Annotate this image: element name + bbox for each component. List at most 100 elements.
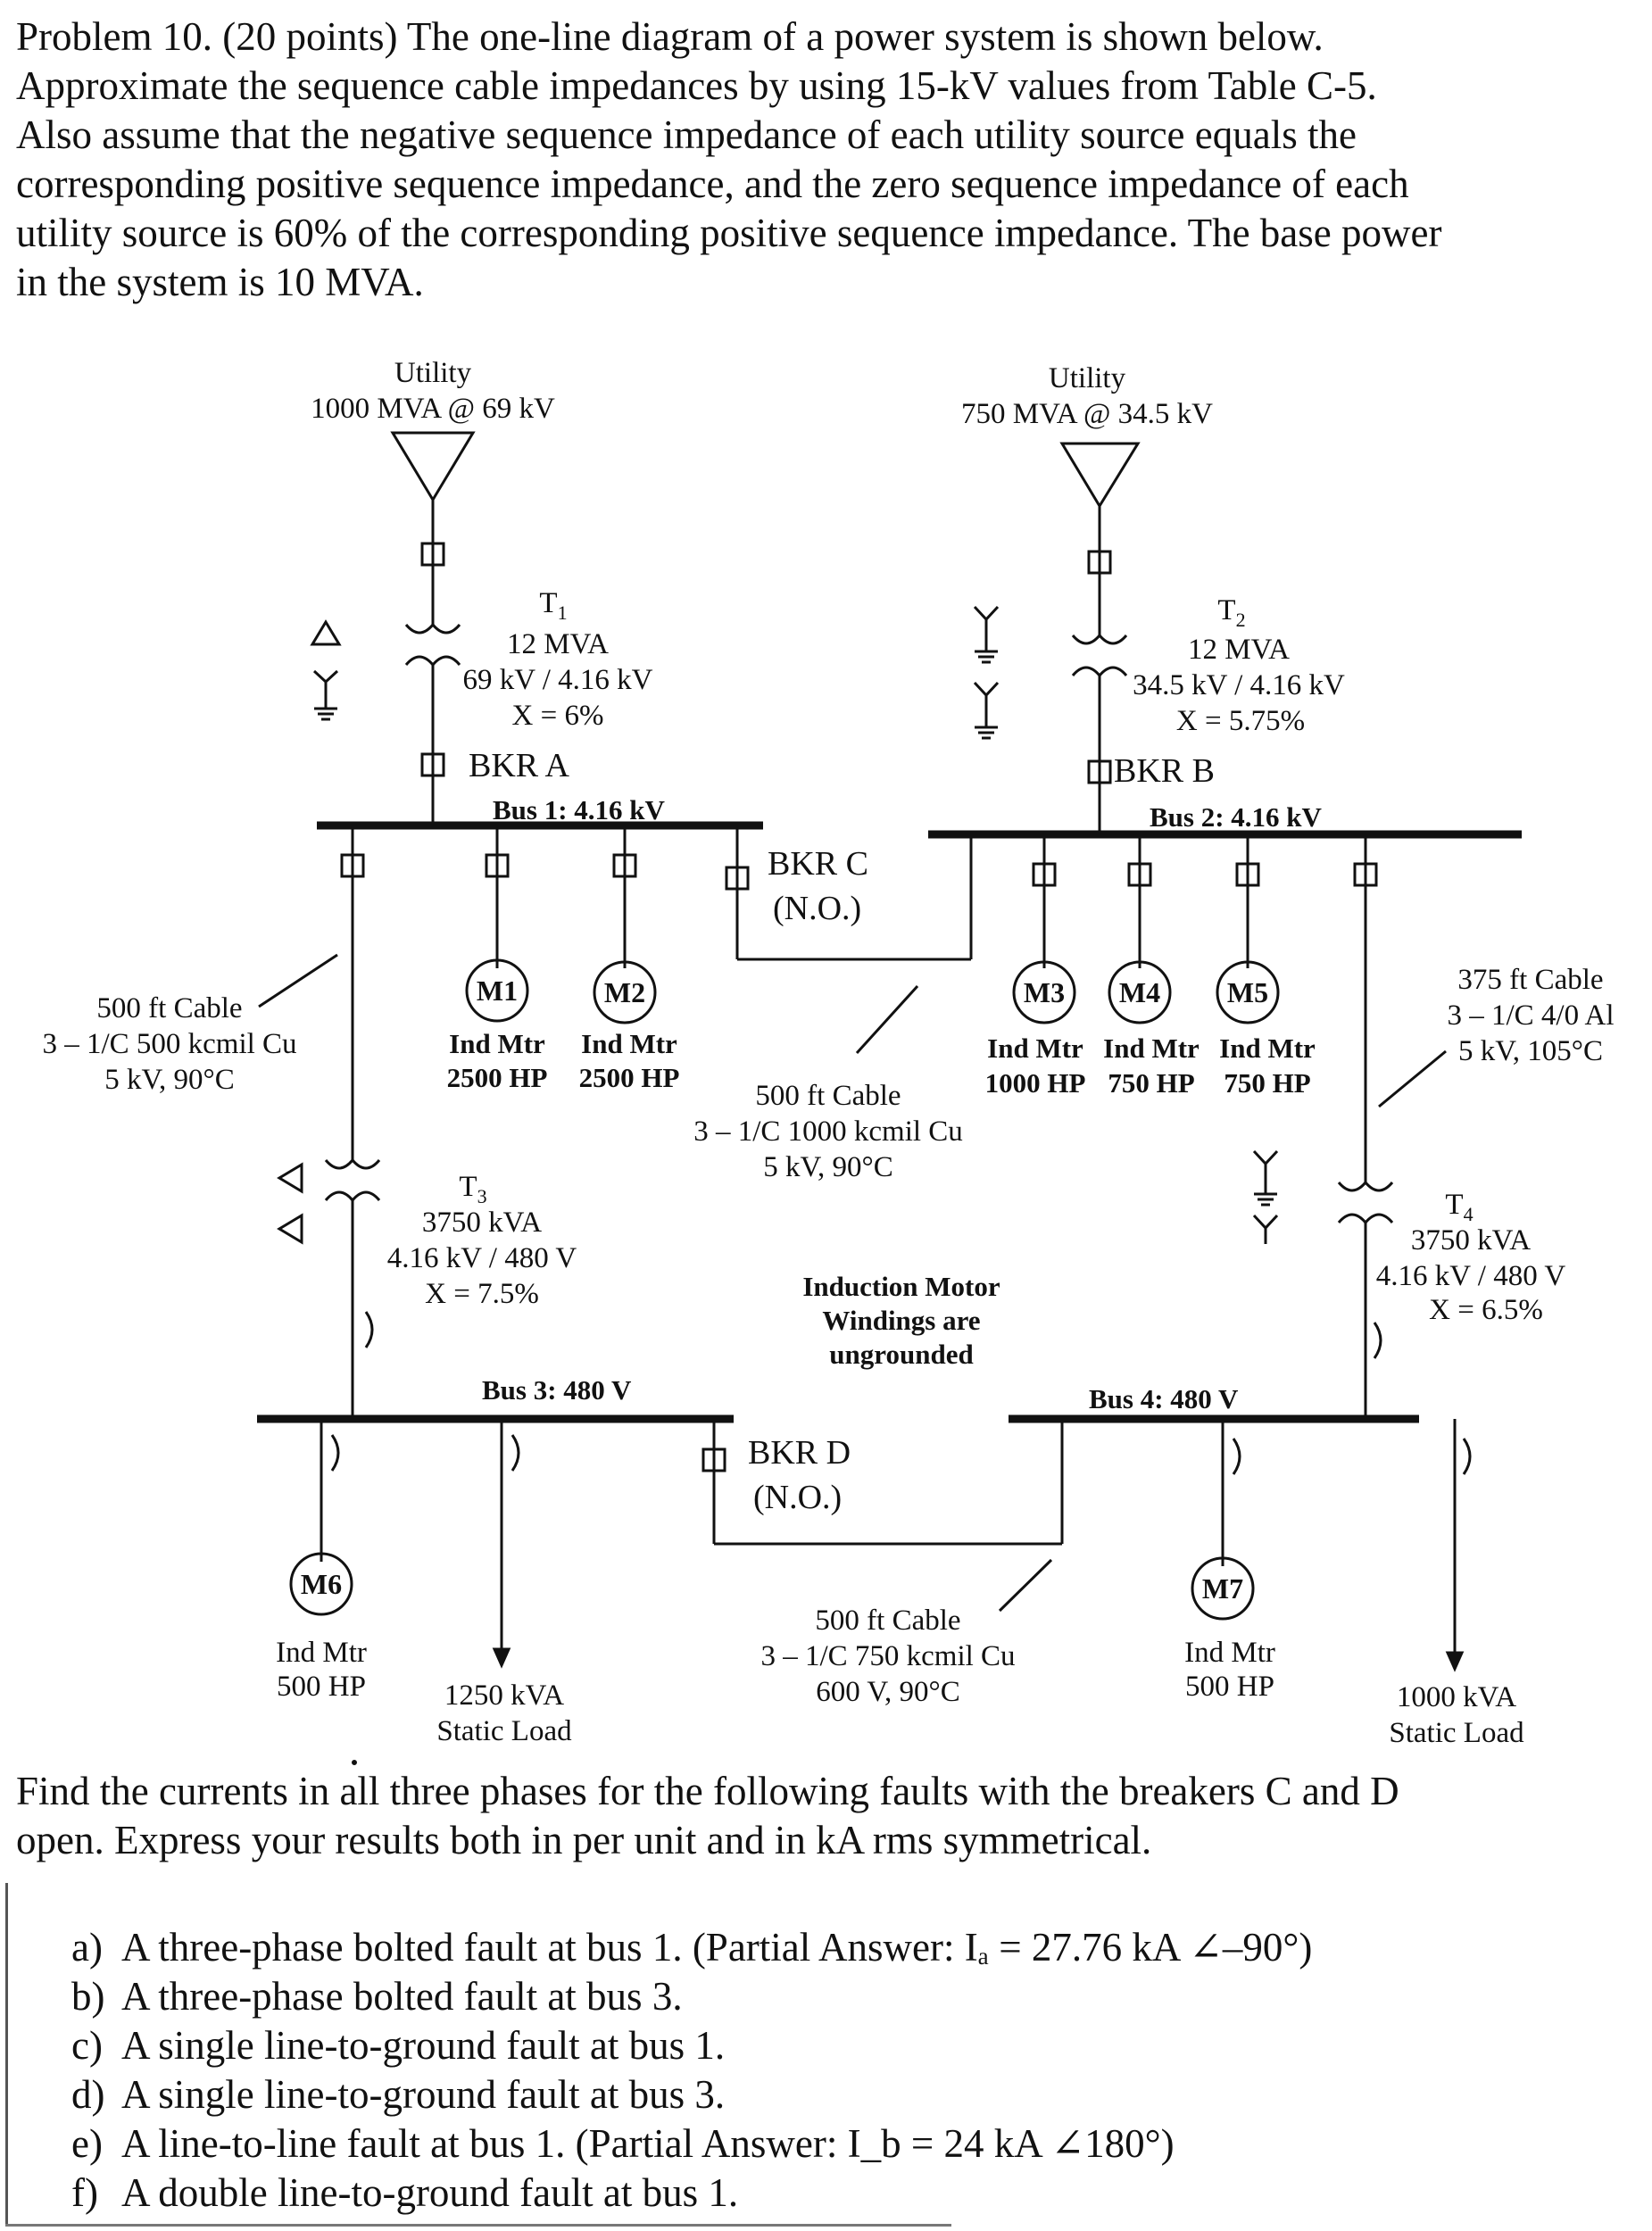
t4-kva: 3750 kVA <box>1411 1224 1531 1256</box>
utility-2-breaker <box>1087 550 1112 575</box>
t1-name: T1 <box>539 587 567 624</box>
t2-x: X = 5.75% <box>1176 705 1305 737</box>
t4-secondary-breaker <box>1373 1322 1382 1359</box>
m1-breaker <box>485 853 510 878</box>
t2-wye-ground-symbol-secondary <box>973 681 1000 740</box>
m6-motor-symbol <box>289 1552 353 1616</box>
problem-line: Also assume that the negative sequence i… <box>16 112 1357 157</box>
motor-note-line: Windings are <box>822 1305 980 1336</box>
bkr-b-breaker <box>1087 759 1112 784</box>
cable-bottom-length: 500 ft Cable <box>815 1605 960 1637</box>
m4-motor-symbol <box>1108 960 1172 1024</box>
feeder-t3-breaker <box>340 853 365 878</box>
margin-line <box>5 1883 8 2227</box>
m6-breaker <box>330 1434 340 1472</box>
cable-left-length: 500 ft Cable <box>96 992 242 1024</box>
cable-mid-length: 500 ft Cable <box>755 1080 901 1112</box>
load-1250-breaker <box>511 1434 520 1472</box>
problem-line: Problem 10. (20 points) The one-line dia… <box>16 14 1324 59</box>
m6-hp: 500 HP <box>277 1671 366 1703</box>
m7-motor-symbol <box>1191 1556 1255 1621</box>
t2-primary-winding <box>1071 633 1128 645</box>
cable-right-leader <box>1378 1049 1447 1108</box>
m5-type: Ind Mtr <box>1219 1033 1316 1064</box>
t4-x: X = 6.5% <box>1429 1294 1543 1326</box>
t3-kva: 3750 kVA <box>422 1207 542 1239</box>
cable-mid-leader <box>855 984 919 1055</box>
bkr-c-state: (N.O.) <box>773 890 861 927</box>
question-line: Find the currents in all three phases fo… <box>16 1769 1399 1813</box>
m5-breaker <box>1235 862 1260 887</box>
m7-type: Ind Mtr <box>1184 1637 1275 1669</box>
cable-right-conductor: 3 – 1/C 4/0 Al <box>1447 999 1614 1032</box>
question-statement: Find the currents in all three phases fo… <box>16 1767 1623 1865</box>
load-1250-arrow <box>492 1647 511 1669</box>
m7-id: M7 <box>1202 1572 1243 1605</box>
bkr-c-label: BKR C <box>768 845 868 883</box>
m4-type: Ind Mtr <box>1103 1033 1200 1064</box>
m2-motor-symbol <box>593 960 657 1024</box>
bus-2-label: Bus 2: 4.16 kV <box>1150 801 1323 833</box>
t1-kv: 69 kV / 4.16 kV <box>463 664 653 696</box>
bottom-rule <box>5 2224 951 2227</box>
m3-breaker <box>1032 862 1057 887</box>
question-part: f)A double line-to-ground fault at bus 1… <box>71 2170 739 2215</box>
utility-1-rating: 1000 MVA @ 69 kV <box>311 393 555 425</box>
m7-breaker <box>1232 1438 1241 1475</box>
t4-wye-symbol <box>1252 1214 1279 1244</box>
problem-line: utility source is 60% of the correspondi… <box>16 211 1442 255</box>
m7-hp: 500 HP <box>1185 1671 1274 1703</box>
t1-mva: 12 MVA <box>507 628 609 660</box>
bkr-a-label: BKR A <box>469 747 570 784</box>
m3-hp: 1000 HP <box>985 1067 1086 1099</box>
m5-hp: 750 HP <box>1224 1067 1310 1099</box>
question-part: a)A three-phase bolted fault at bus 1. (… <box>71 1925 1313 1970</box>
t4-primary-winding <box>1337 1180 1394 1192</box>
t2-secondary-winding <box>1071 666 1128 678</box>
question-part: d)A single line-to-ground fault at bus 3… <box>71 2072 726 2117</box>
cable-bottom-rating: 600 V, 90°C <box>816 1676 959 1708</box>
m3-type: Ind Mtr <box>987 1033 1083 1064</box>
t4-kv: 4.16 kV / 480 V <box>1376 1260 1566 1292</box>
bus-1-label: Bus 1: 4.16 kV <box>493 794 666 825</box>
t3-secondary-breaker <box>364 1311 374 1348</box>
cable-mid-rating: 5 kV, 90°C <box>763 1151 893 1183</box>
t1-primary-winding <box>404 622 461 634</box>
t1-x: X = 6% <box>512 700 604 732</box>
cable-right-length: 375 ft Cable <box>1457 964 1603 996</box>
t2-mva: 12 MVA <box>1188 634 1290 666</box>
t3-secondary-winding <box>324 1190 381 1203</box>
load-1250-type: Static Load <box>436 1715 572 1747</box>
t2-kv: 34.5 kV / 4.16 kV <box>1133 669 1345 701</box>
utility-2-rating: 750 MVA @ 34.5 kV <box>961 398 1213 430</box>
question-part: c)A single line-to-ground fault at bus 1… <box>71 2023 726 2068</box>
problem-line: Approximate the sequence cable impedance… <box>16 63 1377 108</box>
cable-bottom-leader <box>998 1558 1053 1613</box>
utility-1-source-symbol <box>390 431 476 502</box>
t4-wye-ground-symbol <box>1252 1149 1279 1207</box>
question-part: e)A line-to-line fault at bus 1. (Partia… <box>71 2121 1175 2166</box>
m1-id: M1 <box>477 975 518 1007</box>
bkr-d-breaker <box>701 1447 726 1472</box>
load-1000-arrow <box>1445 1651 1465 1672</box>
m5-motor-symbol <box>1216 960 1280 1024</box>
one-line-diagram: Utility 1000 MVA @ 69 kV Utility 750 MVA… <box>42 357 1615 1765</box>
t3-kv: 4.16 kV / 480 V <box>387 1242 577 1274</box>
bkr-b-label: BKR B <box>1114 752 1215 790</box>
bus-3-label: Bus 3: 480 V <box>482 1374 632 1406</box>
problem-line: in the system is 10 MVA. <box>16 260 424 304</box>
question-line: open. Express your results both in per u… <box>16 1818 1152 1862</box>
t4-name: T4 <box>1445 1189 1473 1225</box>
utility-1-breaker <box>420 542 445 567</box>
cable-bottom-conductor: 3 – 1/C 750 kcmil Cu <box>760 1640 1015 1672</box>
m2-type: Ind Mtr <box>581 1028 677 1059</box>
cable-right-rating: 5 kV, 105°C <box>1458 1035 1603 1067</box>
t3-name: T3 <box>459 1171 486 1207</box>
m4-breaker <box>1127 862 1152 887</box>
m1-hp: 2500 HP <box>447 1062 548 1093</box>
t3-delta-symbol-secondary <box>277 1213 303 1245</box>
utility-1-name: Utility <box>394 357 472 389</box>
t1-delta-symbol <box>310 619 342 646</box>
problem-statement: Problem 10. (20 points) The one-line dia… <box>16 12 1533 307</box>
m2-breaker <box>612 853 637 878</box>
